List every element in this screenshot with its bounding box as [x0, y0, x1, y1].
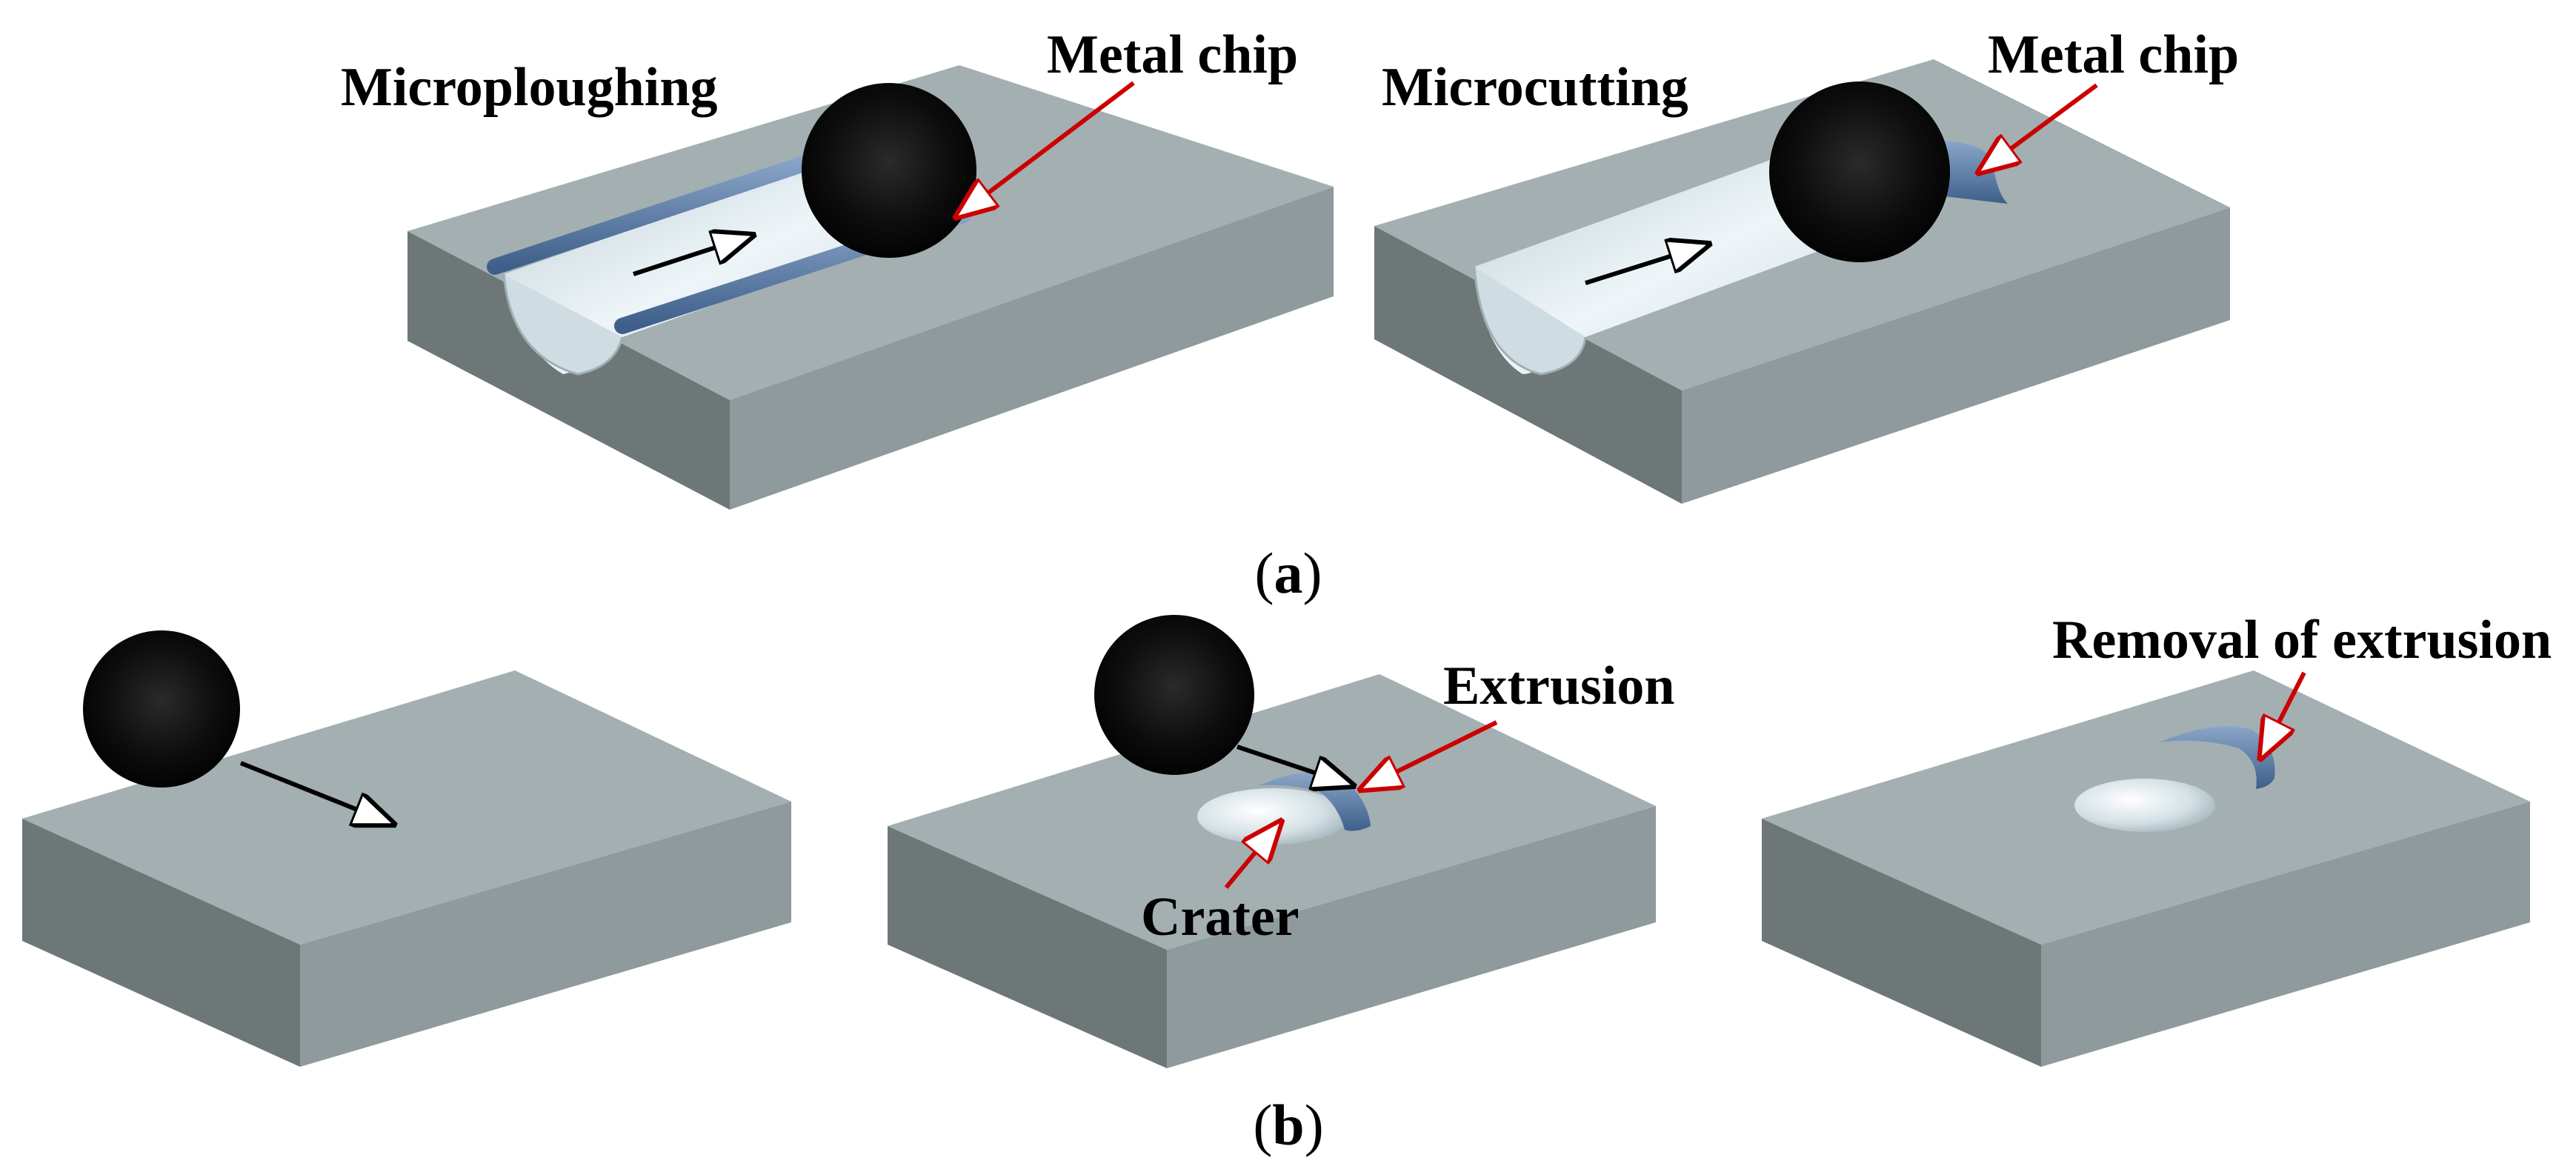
panel-a-caption-close: ): [1303, 541, 1322, 605]
panel-a-caption: (a): [1255, 541, 1322, 605]
crater-pointer: [1224, 822, 1280, 889]
crater: [2074, 779, 2215, 832]
block-left-face: [888, 826, 1167, 1068]
block-right-face: [1167, 806, 1656, 1068]
block-right-face: [730, 187, 1334, 510]
block-right-face: [300, 802, 791, 1067]
removal-pointer: [2261, 671, 2306, 757]
panel-a-caption-open: (: [1255, 541, 1274, 605]
metal-chip-ridge-upper: [487, 149, 832, 275]
extrusion-block: [888, 615, 1656, 1068]
abrasive-ball: [83, 630, 240, 788]
removal-block: [1762, 670, 2530, 1067]
microcutting-label: Microcutting: [1382, 57, 1688, 118]
motion-arrow: [1585, 244, 1708, 285]
abrasive-ball: [1094, 615, 1254, 775]
block-right-face: [1682, 207, 2230, 504]
metal-chip-label-right: Metal chip: [1988, 24, 2239, 85]
panel-b-caption: (b): [1253, 1093, 1323, 1157]
metal-chip-label-left: Metal chip: [1047, 24, 1298, 85]
metal-chip-pointer-left: [957, 81, 1135, 216]
block-left-face: [1762, 819, 2041, 1067]
abrasive-ball: [802, 83, 976, 258]
impact-block: [22, 630, 791, 1067]
extrusion-pointer: [1362, 720, 1498, 789]
panel-b-caption-letter: b: [1272, 1093, 1304, 1157]
panel-b-caption-close: ): [1305, 1093, 1324, 1157]
panel-a-caption-letter: a: [1274, 541, 1303, 605]
groove-end-cross-section: [1473, 266, 1587, 376]
crater-label: Crater: [1141, 887, 1299, 948]
removed-extrusion: [2160, 726, 2275, 789]
motion-arrow: [633, 236, 752, 276]
block-left-face: [22, 819, 300, 1067]
block-top-face: [22, 670, 791, 945]
removal-of-extrusion-label: Removal of extrusion: [2052, 610, 2552, 670]
motion-arrow: [1237, 745, 1352, 785]
extrusion-label: Extrusion: [1443, 656, 1675, 716]
microploughing-label: Microploughing: [341, 57, 718, 118]
panel-b-caption-open: (: [1253, 1093, 1272, 1157]
metal-chip-pointer-right: [1980, 83, 2098, 172]
abrasive-ball: [1769, 81, 1950, 262]
motion-arrow: [239, 761, 393, 824]
microploughing-block: [407, 65, 1334, 510]
block-right-face: [2041, 802, 2530, 1067]
microcutting-block: [1374, 59, 2230, 504]
groove-end-cross-section: [502, 273, 624, 376]
